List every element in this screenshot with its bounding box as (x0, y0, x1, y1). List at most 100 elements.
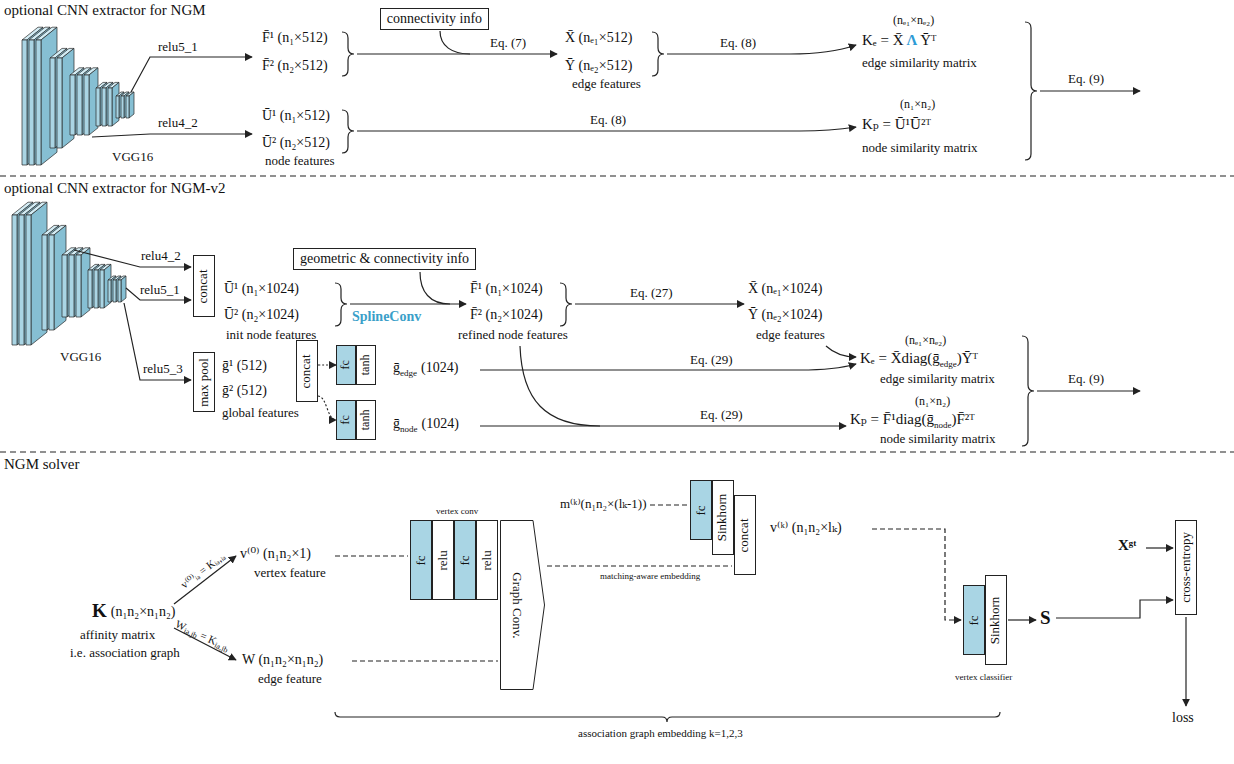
box-label: fc (694, 505, 709, 515)
feature-label: X̄ (nₑ₁×1024) (748, 281, 822, 297)
vgg-face (106, 82, 113, 126)
caption-text: i.e. association graph (70, 646, 180, 661)
box-label: concat (197, 269, 212, 303)
section-title: NGM solver (4, 456, 79, 473)
formula-operator: Λ (906, 32, 917, 49)
caption-text: node similarity matrix (862, 141, 978, 156)
flow-arrow (1040, 90, 1140, 91)
matrix-symbol: Xᵍᵗ (1118, 537, 1136, 554)
vgg-layer (126, 92, 134, 118)
box-label: Sinkhorn (716, 494, 731, 542)
brace (335, 712, 1000, 722)
vgg-face (116, 276, 121, 302)
merge-line (420, 272, 450, 304)
box-label: fc (339, 360, 353, 369)
vgg-face (113, 280, 116, 302)
vgg-face (98, 264, 105, 308)
feature-label: ḡ (393, 416, 400, 432)
feature-label: (1024) (421, 360, 458, 376)
output-label: loss (1172, 710, 1194, 726)
equation-ref: Eq. (9) (1068, 72, 1104, 87)
vgg-face (126, 96, 129, 118)
maxpool-block: max pool (193, 352, 215, 412)
vgg-face (54, 225, 66, 330)
vgg-face (112, 82, 119, 126)
concat-block: concat (296, 340, 318, 402)
layer-name: relu5_3 (143, 362, 183, 377)
vgg-face (124, 92, 129, 118)
section-title: optional CNN extractor for NGM (4, 2, 206, 19)
equation-ref: Eq. (9) (1068, 372, 1104, 387)
feature-label: ḡ² (512) (222, 383, 267, 399)
vgg-face (41, 27, 57, 165)
rotated-label-group: Wia,jb= Kia,jb (173, 617, 231, 654)
merge-line (520, 346, 600, 426)
box-label: max pool (197, 358, 212, 407)
vgg-layer (12, 202, 33, 345)
vgg-face (57, 58, 62, 148)
vgg-layer (22, 27, 43, 165)
dashed-link (650, 504, 688, 505)
vgg-face (121, 96, 124, 118)
subscript: node (934, 420, 952, 430)
vgg-face (100, 270, 104, 308)
vgg-layer (26, 202, 47, 345)
section-divider (0, 175, 1234, 176)
vgg-face (22, 40, 27, 165)
formula: )Ȳᵀ (957, 350, 978, 367)
tanh-layer: tanh (356, 345, 376, 385)
box-label: concat (738, 518, 753, 552)
vgg-face (77, 75, 82, 135)
caption-text: edge similarity matrix (862, 56, 977, 71)
feature-label: Ū¹ (n₁×1024) (224, 281, 299, 297)
subscript: ia,jb (213, 641, 230, 655)
feature-label: Ū¹ (n₁×512) (262, 108, 330, 124)
caption-text: affinity matrix (80, 628, 155, 643)
formula: Ȳᵀ (920, 32, 936, 49)
vgg-face (84, 75, 89, 135)
vgg-face (121, 276, 126, 302)
subscript: ia,jb (182, 626, 199, 640)
layer-tap-arrow (74, 250, 191, 267)
box-label: connectivity info (387, 11, 482, 27)
formula: Kₑ = X̄ (862, 32, 903, 49)
equation-ref: Eq. (29) (690, 353, 733, 368)
equation-ref: Eq. (27) (630, 286, 673, 301)
vgg-face (111, 276, 116, 302)
vgg-layer (70, 68, 84, 135)
network-name: VGG16 (112, 150, 153, 165)
feature-label: Ū² (n₂×1024) (224, 307, 299, 323)
vgg-face (49, 235, 54, 330)
flow-arrow (575, 303, 744, 304)
subscript: edge (940, 359, 957, 369)
fc-layer: fc (690, 480, 712, 540)
layer-name: relu4_2 (141, 249, 181, 264)
relu-layer: relu (432, 520, 454, 600)
info-box: connectivity info (380, 8, 489, 30)
vgg-face (62, 255, 67, 317)
dashed-link (547, 565, 732, 566)
layer-name: relu4_2 (158, 116, 198, 131)
vgg-layer (94, 264, 105, 308)
vgg-face (129, 92, 134, 118)
flow-arrow (480, 425, 846, 426)
vgg-face (70, 75, 75, 135)
caption-text: refined node features (458, 328, 568, 343)
flow-arrow (1008, 619, 1036, 620)
feature-label: Ȳ (nₑ₂×512) (565, 58, 632, 74)
brace (560, 283, 572, 326)
formula: )F̄²ᵀ (951, 411, 974, 428)
vgg-face (94, 270, 98, 308)
operator-name: SplineConv (352, 309, 421, 325)
box-label: Graph Conv. (509, 572, 524, 638)
merge-line (440, 31, 470, 54)
box-label: fc (458, 555, 473, 565)
vgg-face (50, 58, 55, 148)
dimension-label: (n₁n₂×n₁n₂) (111, 604, 176, 620)
matrix-symbol: K (92, 600, 107, 622)
vgg-face (100, 82, 107, 126)
edge-formula: v⁽⁰⁾ᵢₐ = Kᵢₐ,ᵢₐ (178, 549, 227, 590)
feature-label: ḡ¹ (512) (222, 358, 267, 374)
vgg-face (19, 215, 24, 345)
